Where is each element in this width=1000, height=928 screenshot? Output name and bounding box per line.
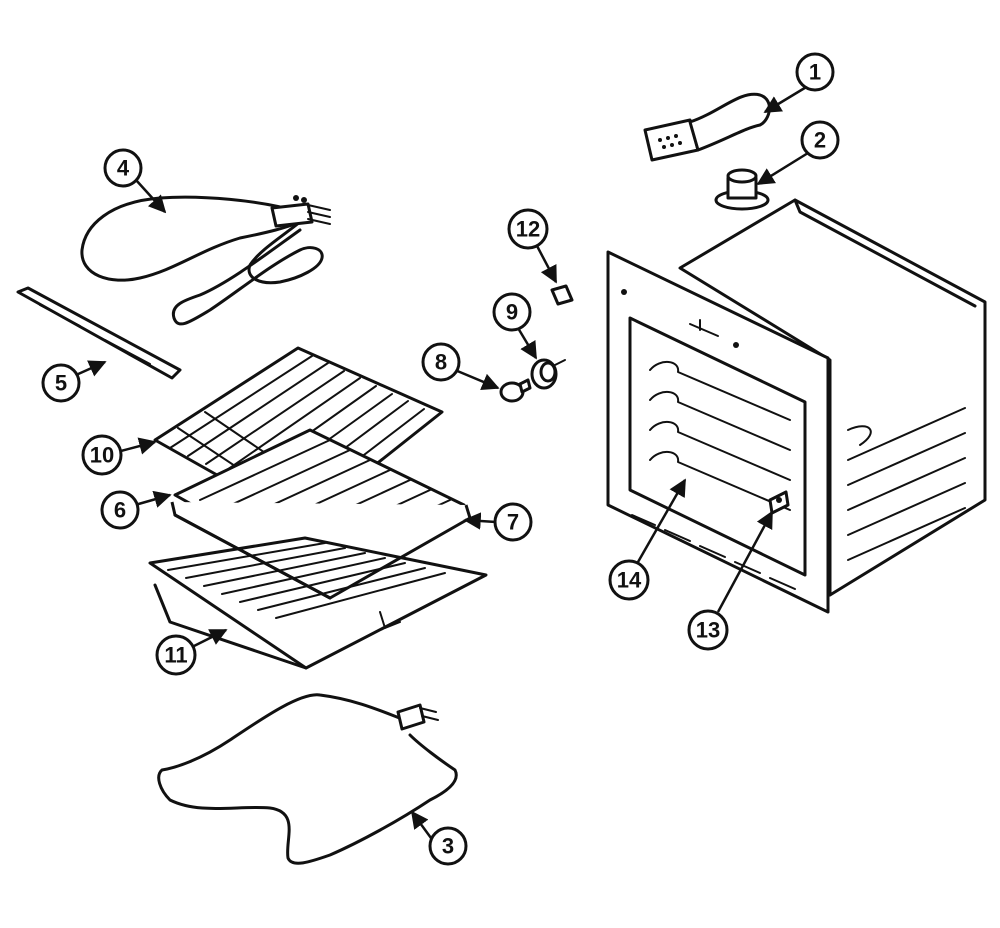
part-lamp-bulb	[499, 378, 532, 403]
callout-13: 13	[687, 510, 774, 651]
part-broil-element	[80, 195, 331, 326]
callout-5: 5	[41, 360, 107, 403]
part-oven-vent-tube	[643, 92, 771, 162]
callout-label-11: 11	[164, 643, 187, 668]
callout-11: 11	[155, 628, 228, 676]
part-vent-collar	[714, 168, 770, 211]
part-lamp-socket	[530, 358, 566, 390]
callout-label-13: 13	[696, 618, 720, 643]
callout-label-8: 8	[435, 350, 447, 375]
callout-label-1: 1	[809, 60, 821, 85]
callout-label-4: 4	[117, 156, 130, 181]
part-oven-rack-lower	[148, 536, 488, 670]
part-bake-element	[157, 693, 458, 865]
callout-4: 4	[103, 148, 167, 214]
callout-10: 10	[81, 434, 157, 476]
callout-14: 14	[608, 478, 687, 601]
callout-label-10: 10	[90, 443, 114, 468]
callout-7: 7	[463, 502, 533, 542]
callout-label-2: 2	[814, 128, 826, 153]
callout-label-3: 3	[442, 834, 454, 859]
part-oven-cavity	[606, 198, 987, 614]
callout-9: 9	[492, 292, 538, 360]
callout-6: 6	[100, 490, 172, 530]
callout-12: 12	[507, 208, 558, 284]
callout-3: 3	[410, 810, 468, 866]
callout-label-9: 9	[506, 300, 518, 325]
callout-label-14: 14	[617, 568, 642, 593]
callout-label-12: 12	[516, 217, 540, 242]
callout-1: 1	[763, 52, 835, 114]
part-clip	[550, 284, 574, 306]
callout-label-7: 7	[507, 510, 519, 535]
part-rack-support	[16, 286, 182, 380]
callout-2: 2	[756, 120, 840, 186]
callout-8: 8	[421, 342, 500, 390]
callout-label-6: 6	[114, 498, 126, 523]
callout-label-5: 5	[55, 371, 67, 396]
